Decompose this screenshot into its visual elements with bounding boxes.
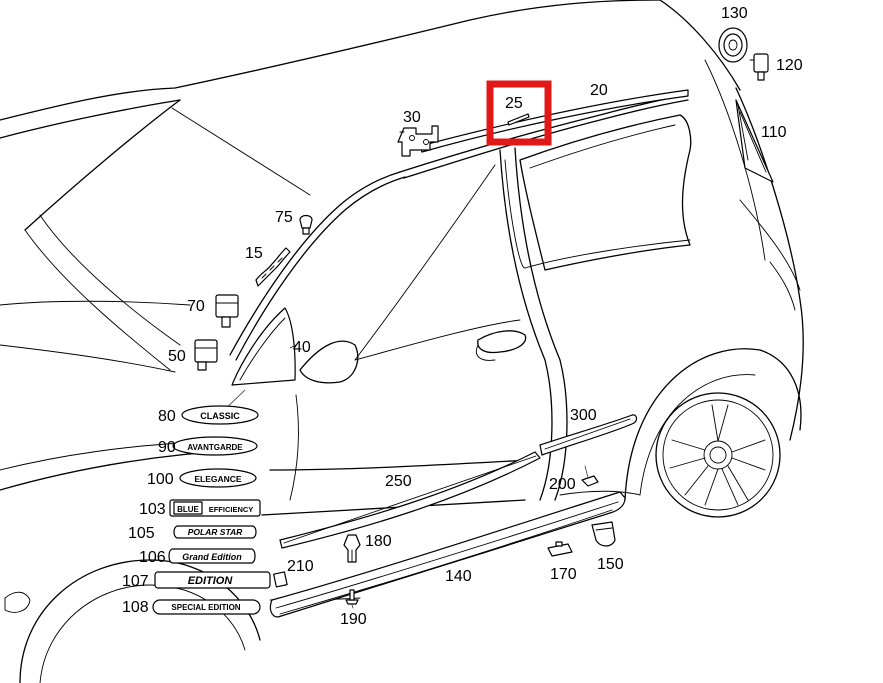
part-25-clip (507, 113, 530, 126)
part-130-grommet (718, 27, 748, 63)
callout-90[interactable]: 90 (158, 439, 176, 456)
callout-105[interactable]: 105 (128, 525, 155, 542)
emblem-edition: EDITION (154, 571, 271, 589)
badge-special-edition-text: SPECIAL EDITION (171, 603, 240, 612)
callout-107[interactable]: 107 (122, 573, 149, 590)
part-300-door-molding (539, 414, 638, 456)
badge-edition-text: EDITION (188, 575, 234, 587)
part-75-plug (299, 214, 313, 235)
callout-20[interactable]: 20 (590, 82, 608, 99)
callout-250[interactable]: 250 (385, 473, 412, 490)
emblem-special-edition: SPECIAL EDITION (152, 599, 261, 615)
callout-70[interactable]: 70 (187, 298, 205, 315)
callout-108[interactable]: 108 (122, 599, 149, 616)
emblem-avantgarde: AVANTGARDE (172, 436, 258, 456)
part-180-push-pin (343, 534, 361, 563)
emblem-polar-star: POLAR STAR (173, 525, 257, 539)
callout-15[interactable]: 15 (245, 245, 263, 262)
callout-150[interactable]: 150 (597, 556, 624, 573)
highlight-box-part-25 (486, 80, 552, 146)
badge-blue-text: BLUE (177, 505, 199, 514)
emblem-grand-edition: Grand Edition (168, 548, 256, 564)
callout-30[interactable]: 30 (403, 109, 421, 126)
part-40-mirror-trim (231, 307, 296, 386)
callout-labels: 130 120 20 25 30 110 75 15 70 50 40 300 … (122, 5, 803, 628)
part-250-side-molding (279, 451, 541, 549)
part-30-bracket (397, 125, 439, 157)
callout-75[interactable]: 75 (275, 209, 293, 226)
badge-elegance-text: ELEGANCE (194, 474, 242, 484)
callout-80[interactable]: 80 (158, 408, 176, 425)
part-120-clip (749, 53, 769, 81)
badge-classic-text: CLASSIC (200, 411, 240, 421)
callout-210[interactable]: 210 (287, 558, 314, 575)
callout-130[interactable]: 130 (721, 5, 748, 22)
car-body-outline (0, 0, 804, 683)
badge-efficiency-text: EFFICIENCY (209, 505, 254, 514)
part-170-clip (547, 541, 573, 557)
callout-170[interactable]: 170 (550, 566, 577, 583)
callout-110[interactable]: 110 (761, 124, 787, 141)
badge-polar-star-text: POLAR STAR (188, 527, 243, 537)
callout-100[interactable]: 100 (147, 471, 174, 488)
emblem-classic: CLASSIC (181, 405, 259, 425)
callout-106[interactable]: 106 (139, 549, 166, 566)
callout-103[interactable]: 103 (139, 501, 166, 518)
callout-140[interactable]: 140 (445, 568, 472, 585)
part-200-clip (581, 475, 599, 487)
callout-300[interactable]: 300 (570, 407, 597, 424)
badge-grand-edition-text: Grand Edition (182, 552, 242, 562)
part-15-seal-strip (255, 247, 291, 287)
part-50-clip (194, 339, 218, 371)
callout-180[interactable]: 180 (365, 533, 392, 550)
callout-40[interactable]: 40 (293, 339, 311, 356)
part-210-clip (273, 571, 288, 588)
part-110-rear-trim (735, 99, 774, 183)
emblem-elegance: ELEGANCE (179, 468, 257, 488)
badge-avantgarde-text: AVANTGARDE (187, 443, 243, 452)
emblem-blue-efficiency: BLUE EFFICIENCY (169, 499, 261, 517)
callout-190[interactable]: 190 (340, 611, 367, 628)
callout-50[interactable]: 50 (168, 348, 186, 365)
callout-25[interactable]: 25 (505, 95, 523, 112)
part-140-sill-panel (269, 491, 626, 618)
part-190-screw (345, 589, 359, 605)
callout-200[interactable]: 200 (549, 476, 576, 493)
part-150-end-cap (591, 521, 616, 547)
part-20-roof-molding (419, 89, 689, 153)
callout-120[interactable]: 120 (776, 57, 803, 74)
part-70-clip (215, 294, 239, 328)
